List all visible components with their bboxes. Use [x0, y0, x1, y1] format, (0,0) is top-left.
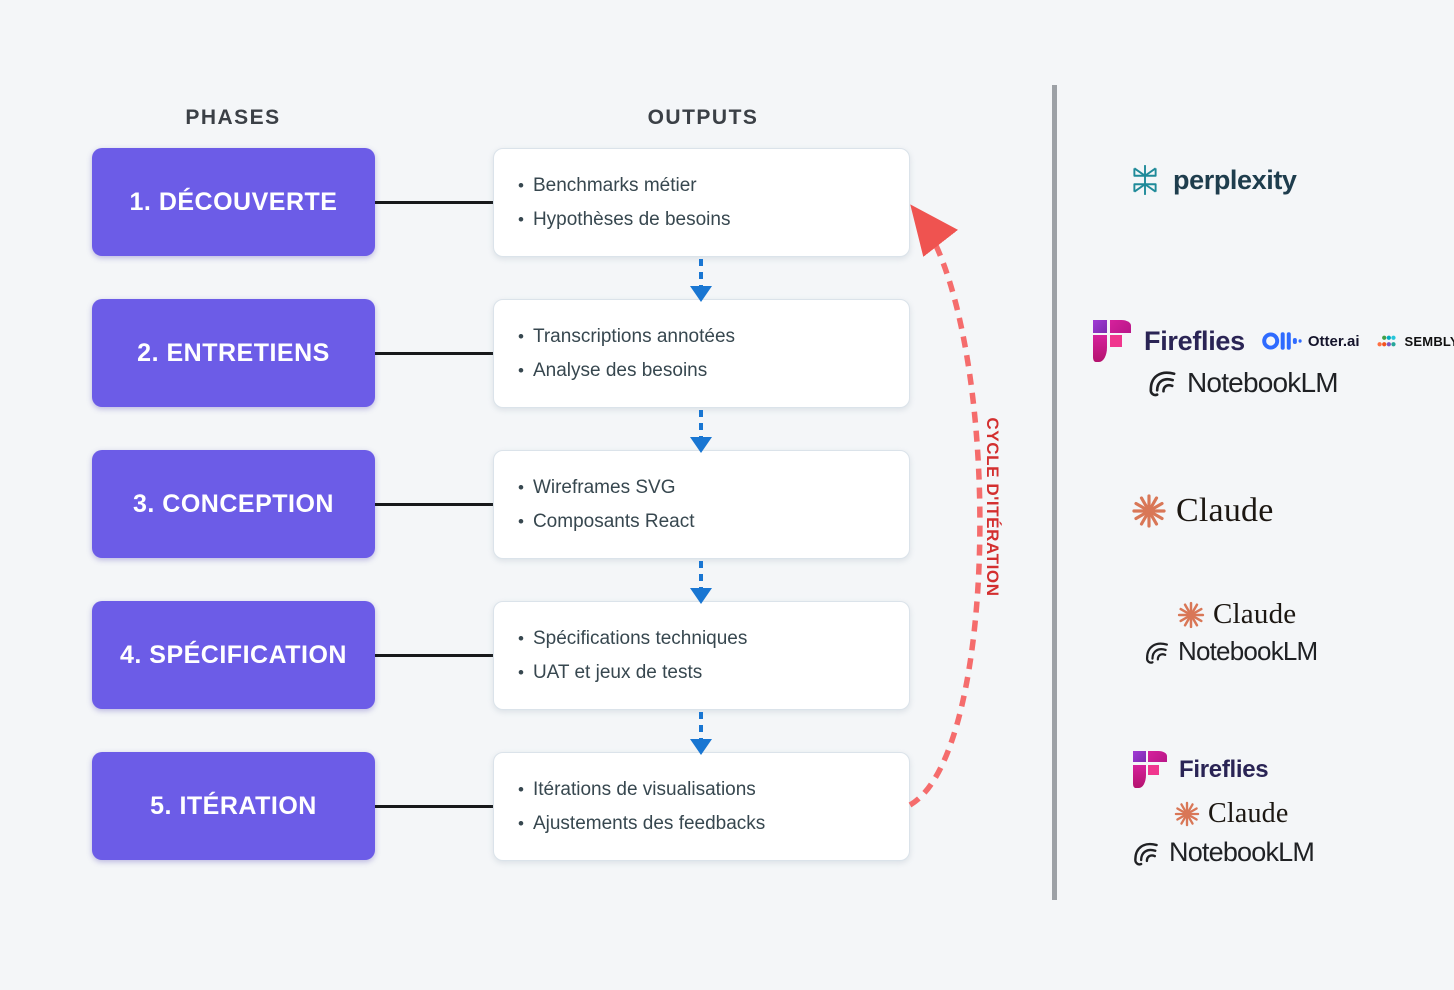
sembly-logo: SEMBLYAI — [1375, 333, 1454, 350]
connector-line — [375, 503, 493, 506]
fireflies-label: Fireflies — [1144, 325, 1245, 356]
claude-icon — [1177, 601, 1205, 628]
tools-phase-1: perplexity — [1128, 163, 1297, 197]
flow-down-arrow — [690, 561, 712, 604]
claude-label: Claude — [1213, 598, 1297, 630]
otter-label: Otter.ai — [1307, 332, 1360, 350]
flow-down-arrow — [690, 259, 712, 302]
fireflies-icon — [1133, 751, 1167, 789]
tools-phase-2-line-2: NotebookLM — [1146, 366, 1339, 399]
phase-box-decouverte: 1. DÉCOUVERTE — [92, 148, 375, 256]
vertical-divider — [1052, 85, 1057, 900]
otter-logo: Otter.ai — [1262, 330, 1360, 352]
tools-phase-3: Claude — [1130, 492, 1274, 530]
otter-icon — [1262, 332, 1302, 350]
phase-label: 2. ENTRETIENS — [137, 338, 330, 367]
bullet: • — [518, 662, 524, 682]
connector-line — [375, 352, 493, 355]
connector-line — [375, 654, 493, 657]
bullet: • — [518, 175, 524, 195]
perplexity-label: perplexity — [1173, 164, 1297, 195]
notebooklm-label: NotebookLM — [1187, 366, 1339, 398]
phase-label: 4. SPÉCIFICATION — [119, 640, 347, 669]
bullet: • — [518, 209, 524, 229]
output-box-specification: • Spécifications techniques • UAT et jeux … — [493, 601, 910, 710]
bullet: • — [518, 511, 524, 531]
output-item: UAT et jeux de tests — [532, 661, 703, 683]
sembly-icon — [1377, 335, 1396, 347]
bullet: • — [518, 628, 524, 648]
claude-label: Claude — [1176, 492, 1274, 529]
notebooklm-label: NotebookLM — [1169, 837, 1315, 867]
fireflies-label: Fireflies — [1179, 756, 1269, 784]
flow-down-arrow — [690, 712, 712, 755]
tools-phase-5-line-1: Fireflies — [1133, 751, 1269, 789]
phase-label: 3. CONCEPTION — [133, 489, 334, 518]
phase-label: 5. ITÉRATION — [150, 791, 317, 820]
fireflies-icon — [1093, 320, 1131, 363]
claude-icon — [1174, 801, 1200, 827]
outputs-column-header: OUTPUTS — [647, 106, 759, 129]
output-box-decouverte: • Benchmarks métier • Hypothèses de besoin… — [493, 148, 910, 257]
bullet: • — [518, 360, 524, 380]
phase-box-entretiens: 2. ENTRETIENS — [92, 299, 375, 407]
output-item: Composants React — [532, 510, 695, 532]
claude-icon — [1132, 494, 1166, 528]
bullet: • — [518, 326, 524, 346]
bullet: • — [518, 477, 524, 497]
perplexity-icon — [1133, 165, 1157, 195]
notebooklm-icon — [1134, 842, 1158, 866]
notebooklm-icon — [1149, 371, 1176, 397]
tools-phase-5-line-3: NotebookLM — [1131, 837, 1315, 868]
tools-phase-2-line-1: Fireflies Otter.ai SEMBLYAI — [1093, 320, 1454, 363]
bullet: • — [518, 779, 524, 799]
tools-phase-4-line-1: Claude — [1176, 598, 1296, 631]
phase-label: 1. DÉCOUVERTE — [129, 187, 338, 216]
output-item: Transcriptions annotées — [532, 325, 736, 347]
phase-box-conception: 3. CONCEPTION — [92, 450, 375, 558]
sembly-wordmark: SEMBLY — [1404, 333, 1454, 349]
output-item: Analyse des besoins — [532, 359, 708, 381]
connector-line — [375, 805, 493, 808]
notebooklm-label: NotebookLM — [1178, 636, 1318, 666]
phase-box-iteration: 5. ITÉRATION — [92, 752, 375, 860]
bullet: • — [518, 813, 524, 833]
phases-column-header: PHASES — [185, 106, 281, 129]
output-item: Benchmarks métier — [532, 174, 697, 196]
output-box-conception: • Wireframes SVG • Composants React — [493, 450, 910, 559]
output-item: Wireframes SVG — [532, 476, 676, 498]
output-item: Ajustements des feedbacks — [532, 812, 766, 834]
output-box-iteration: • Itérations de visualisations • Ajustemen… — [493, 752, 910, 861]
output-item: Hypothèses de besoins — [532, 208, 731, 230]
output-box-entretiens: • Transcriptions annotées • Analyse des be… — [493, 299, 910, 408]
tools-phase-5-line-2: Claude — [1173, 798, 1289, 830]
flow-down-arrow — [690, 410, 712, 453]
notebooklm-icon — [1145, 642, 1168, 664]
cycle-iteration-label: CYCLE D'ITÉRATION — [983, 417, 1002, 597]
connector-line — [375, 201, 493, 204]
sembly-label: SEMBLYAI — [1405, 334, 1454, 349]
output-item: Itérations de visualisations — [532, 778, 756, 800]
tools-phase-4-line-2: NotebookLM — [1143, 636, 1318, 667]
claude-label: Claude — [1208, 798, 1289, 829]
output-item: Spécifications techniques — [532, 627, 748, 649]
phase-box-specification: 4. SPÉCIFICATION — [92, 601, 375, 709]
